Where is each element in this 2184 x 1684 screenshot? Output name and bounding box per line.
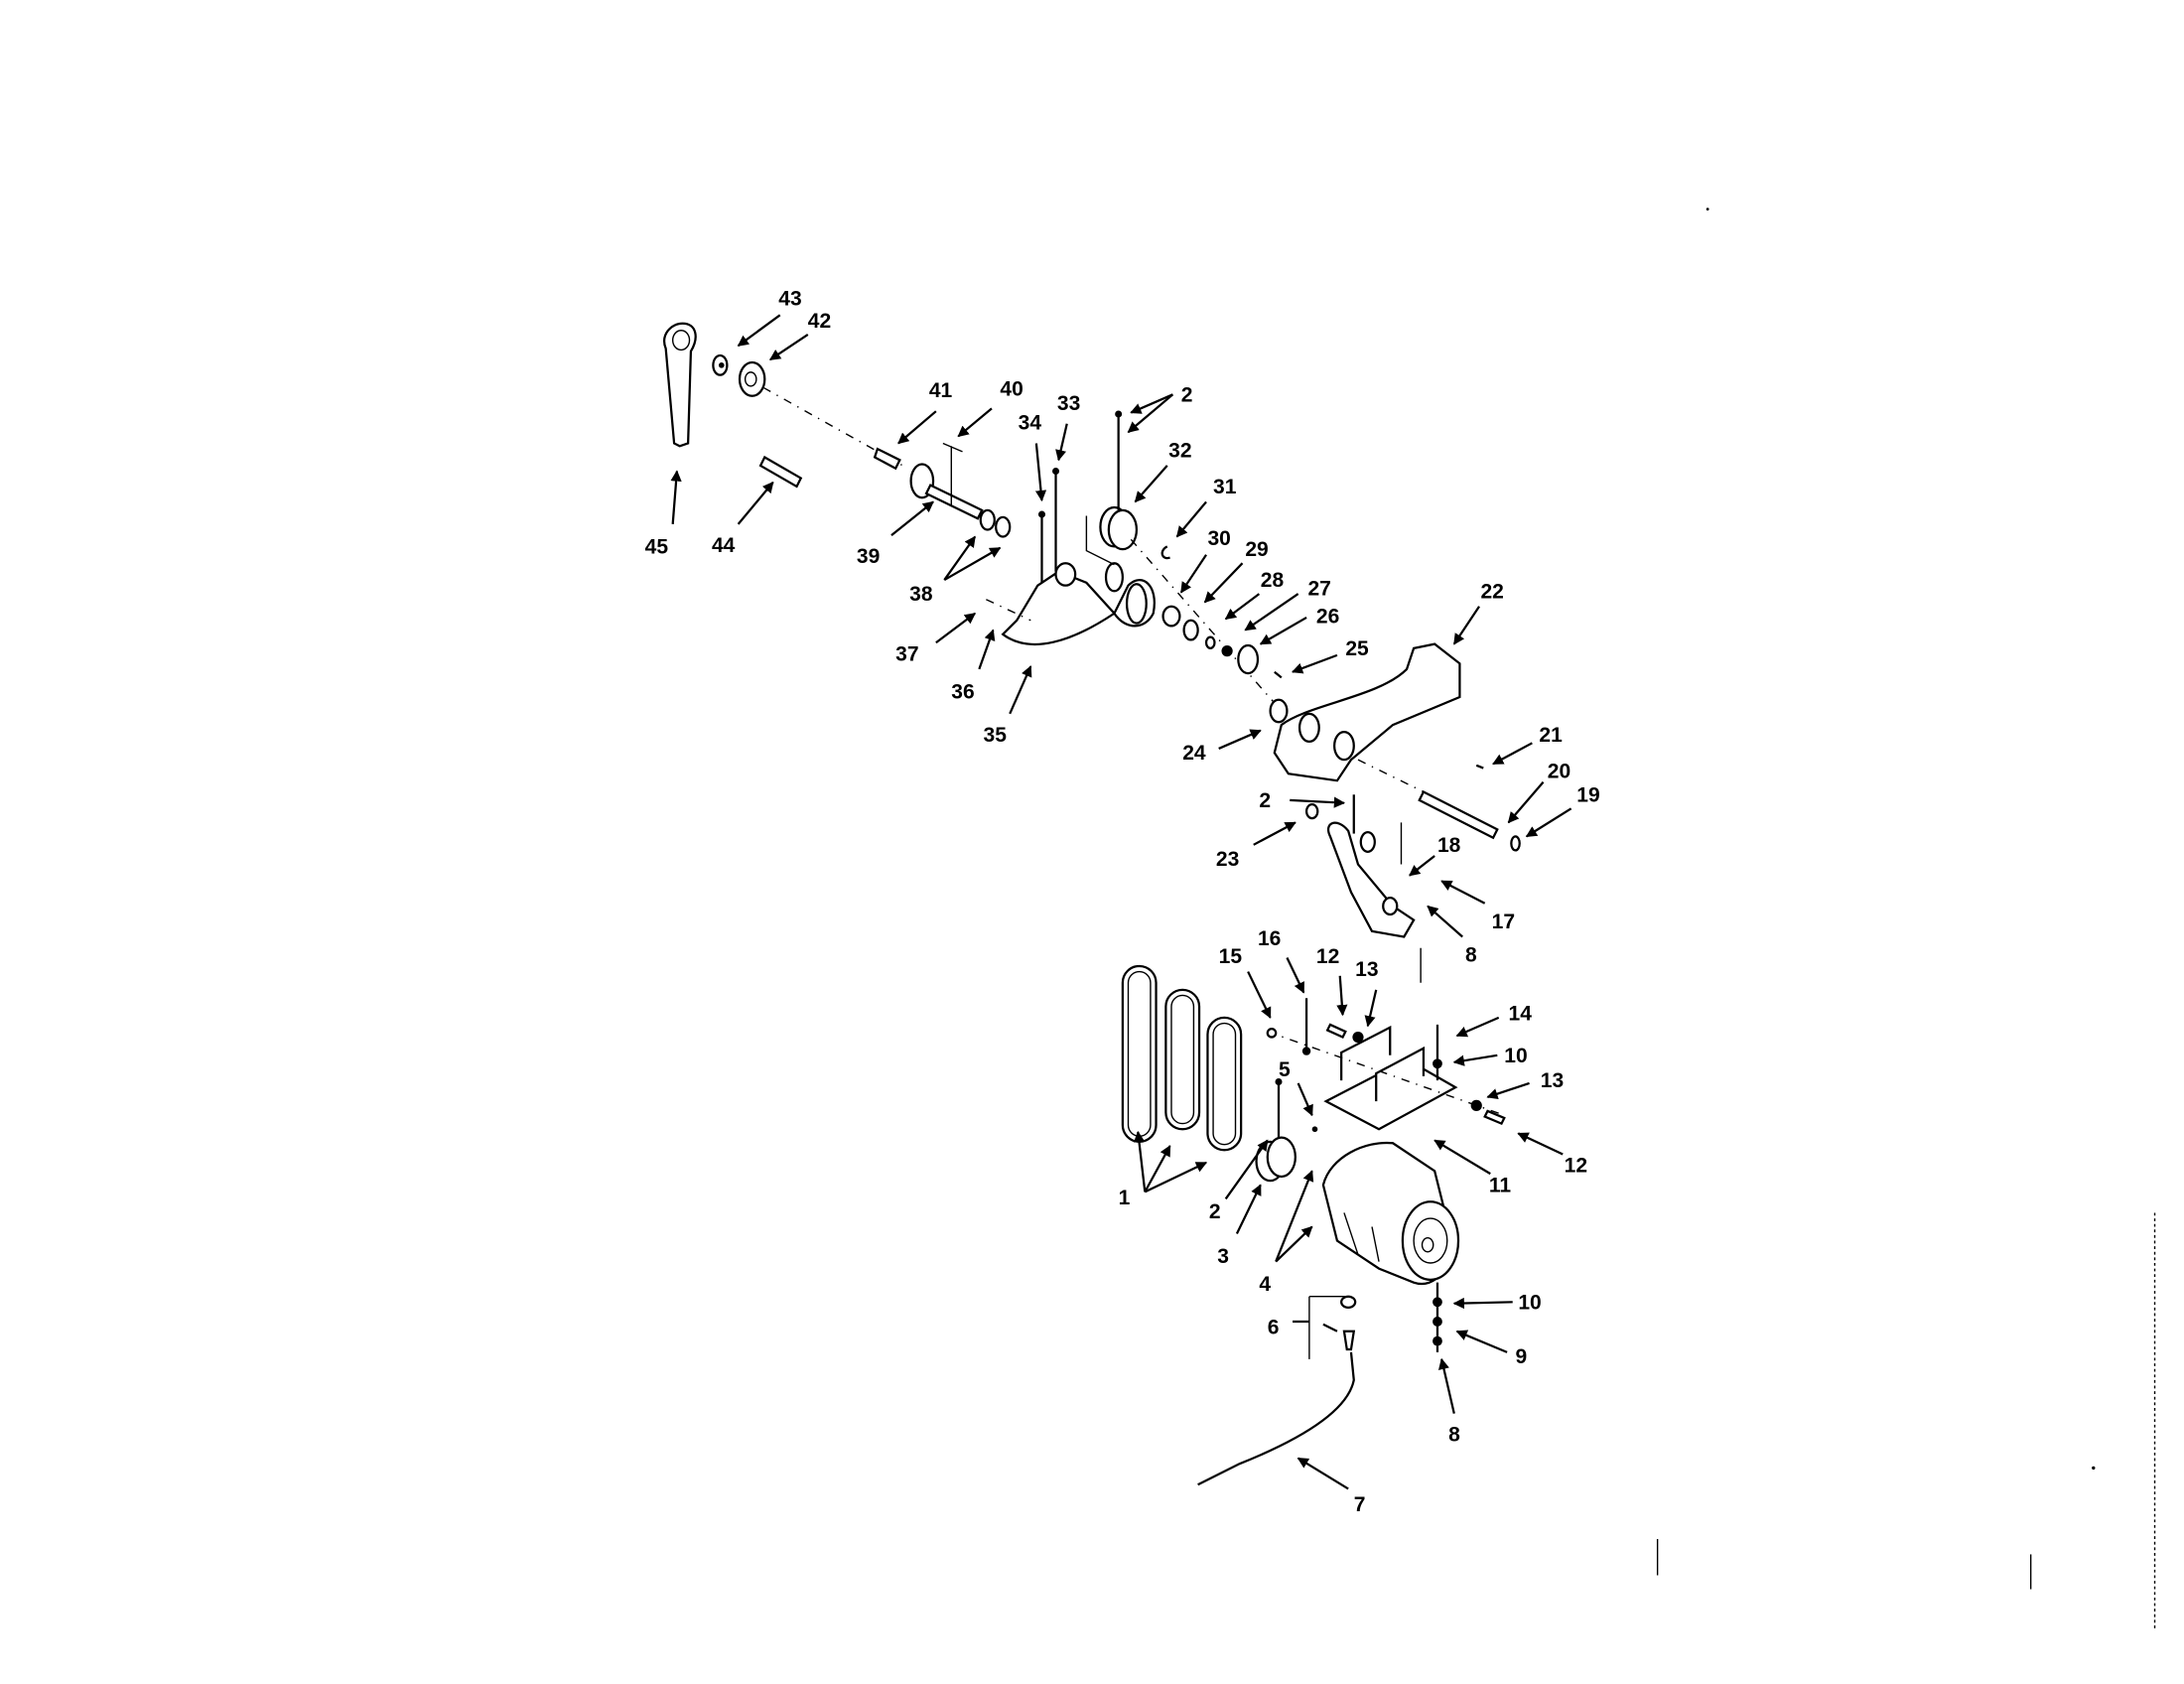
part-21-pin: [1475, 764, 1484, 770]
callout-39: 39: [857, 545, 880, 568]
callout-6: 6: [1268, 1317, 1280, 1339]
callout-23: 23: [1216, 848, 1239, 871]
part-3-motor-pulley: [1255, 1136, 1297, 1183]
callout-20: 20: [1548, 760, 1570, 782]
callout-4: 4: [1259, 1273, 1271, 1296]
part-6-cord-clamp: [1308, 1295, 1357, 1359]
axis-line: [762, 386, 906, 468]
callout-25: 25: [1345, 637, 1369, 660]
scan-artifacts: [1656, 208, 2156, 1631]
callout-12: 12: [1316, 945, 1339, 968]
part-19-clip: [1510, 835, 1521, 852]
callout-30: 30: [1207, 527, 1230, 550]
callout-37: 37: [895, 642, 918, 665]
callout-9: 9: [1516, 1345, 1528, 1368]
callout-45: 45: [645, 535, 669, 558]
part-20-rod: [1357, 759, 1499, 840]
leader-arrows: [670, 314, 1572, 1490]
part-38-bearings: [979, 508, 1012, 538]
part-4-motor: [1321, 1141, 1460, 1286]
part-40-key: [942, 442, 963, 506]
callout-19: 19: [1576, 783, 1599, 806]
callout-8: 8: [1465, 944, 1477, 967]
callout-16: 16: [1258, 927, 1281, 950]
part-11-motor-mount: [1323, 1025, 1458, 1131]
part-35-arm-bracket: [1001, 562, 1156, 646]
part-1-belts: [1121, 964, 1243, 1152]
part-42-washer: [738, 360, 766, 397]
callout-42: 42: [808, 310, 831, 333]
callout-8: 8: [1448, 1424, 1460, 1447]
callout-13: 13: [1541, 1069, 1564, 1092]
callout-24: 24: [1182, 742, 1206, 765]
callout-10: 10: [1504, 1045, 1527, 1067]
callout-26: 26: [1316, 606, 1339, 629]
callout-41: 41: [929, 379, 953, 402]
callout-31: 31: [1213, 476, 1237, 498]
callout-2: 2: [1259, 789, 1271, 812]
axis-line: [1267, 1031, 1505, 1116]
guide-lines: [1400, 822, 1422, 983]
axis-line: [1130, 538, 1283, 712]
part-25-pin: [1274, 670, 1283, 679]
callout-32: 32: [1168, 439, 1191, 462]
callout-43: 43: [778, 287, 801, 310]
callout-40: 40: [1000, 378, 1023, 401]
callout-7: 7: [1354, 1493, 1366, 1516]
callout-14: 14: [1509, 1003, 1533, 1026]
callout-13: 13: [1355, 958, 1378, 981]
small-hardware: [1266, 998, 1506, 1147]
part-41-bolt: [873, 447, 901, 471]
callout-22: 22: [1480, 580, 1503, 603]
callout-35: 35: [984, 724, 1008, 747]
callout-17: 17: [1492, 911, 1515, 933]
callout-27: 27: [1307, 577, 1330, 600]
part-45-wrench: [663, 322, 697, 448]
part-7-power-cord: [1197, 1351, 1355, 1486]
part-8-link-arm: [1327, 794, 1416, 938]
part-43-nut: [712, 353, 729, 376]
callout-38: 38: [909, 583, 933, 606]
parts-26-30-washers: [1161, 605, 1260, 675]
callout-21: 21: [1539, 724, 1563, 747]
callout-1: 1: [1119, 1187, 1131, 1209]
callout-5: 5: [1279, 1058, 1291, 1081]
callout-2: 2: [1209, 1200, 1221, 1223]
callout-12: 12: [1565, 1155, 1587, 1178]
callout-33: 33: [1057, 392, 1080, 415]
callout-28: 28: [1261, 569, 1285, 592]
axis-line: [986, 599, 1031, 622]
part-31-clip: [1160, 545, 1170, 560]
callout-15: 15: [1219, 945, 1243, 968]
motor-bolt-stack: [1433, 1282, 1442, 1352]
callout-18: 18: [1437, 834, 1461, 857]
callout-labels: 1 2 2 2 3 4 5 6 7 8 8 9 10 10 11 12 12 1…: [645, 287, 1600, 1515]
callout-10: 10: [1518, 1291, 1541, 1314]
callout-29: 29: [1245, 538, 1268, 561]
callout-11: 11: [1489, 1174, 1512, 1196]
callout-2: 2: [1181, 383, 1193, 406]
callout-36: 36: [951, 680, 974, 703]
part-32-pulley: [1085, 410, 1139, 566]
callout-34: 34: [1019, 411, 1042, 434]
callout-3: 3: [1217, 1245, 1229, 1268]
part-22-frame: [1269, 642, 1461, 782]
part-39-shaft: [909, 463, 984, 520]
part-44-stud: [758, 455, 803, 489]
part-33-34-pins: [1037, 468, 1060, 586]
part-23-ring: [1304, 802, 1319, 820]
callout-44: 44: [712, 534, 736, 557]
